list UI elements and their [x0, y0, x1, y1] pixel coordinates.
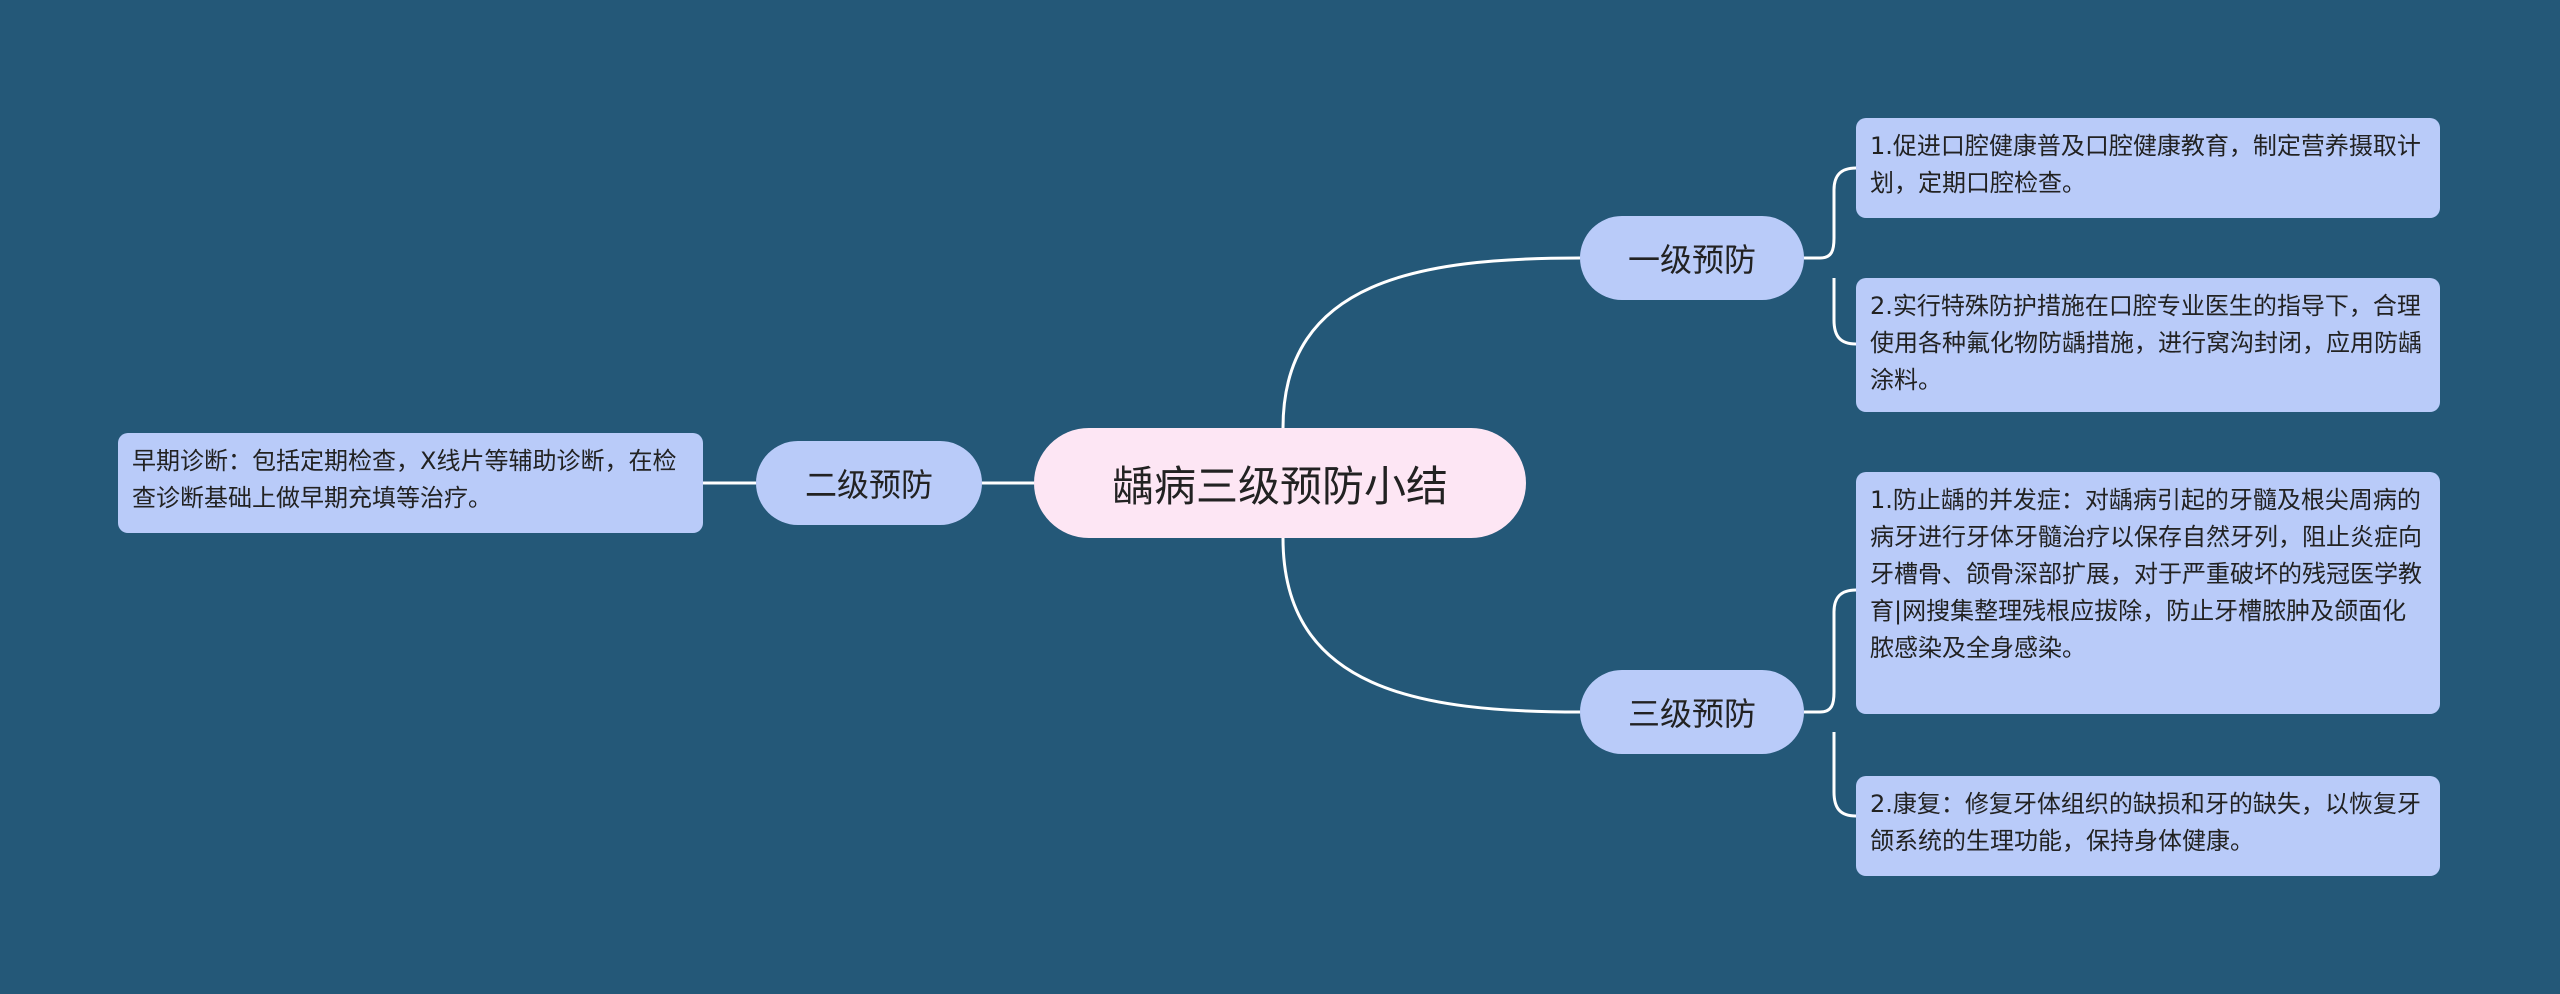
leaf-tertiary-2[interactable]: 2.康复：修复牙体组织的缺损和牙的缺失，以恢复牙颌系统的生理功能，保持身体健康。	[1856, 776, 2440, 876]
leaf-primary-1[interactable]: 1.促进口腔健康普及口腔健康教育，制定营养摄取计划，定期口腔检查。	[1856, 118, 2440, 218]
leaf-primary-2[interactable]: 2.实行特殊防护措施在口腔专业医生的指导下，合理使用各种氟化物防龋措施，进行窝沟…	[1856, 278, 2440, 412]
leaf-secondary-1[interactable]: 早期诊断：包括定期检查，X线片等辅助诊断，在检查诊断基础上做早期充填等治疗。	[118, 433, 703, 533]
branch-primary-prevention[interactable]: 一级预防	[1580, 216, 1804, 300]
leaf-secondary-1-text: 早期诊断：包括定期检查，X线片等辅助诊断，在检查诊断基础上做早期充填等治疗。	[132, 447, 677, 512]
branch-tertiary-prevention[interactable]: 三级预防	[1580, 670, 1804, 754]
branch-secondary-prevention[interactable]: 二级预防	[756, 441, 982, 525]
branch-primary-label: 一级预防	[1627, 241, 1756, 279]
branch-secondary-label: 二级预防	[804, 466, 933, 504]
leaf-tertiary-1-text: 1.防止龋的并发症：对龋病引起的牙髓及根尖周病的病牙进行牙体牙髓治疗以保存自然牙…	[1870, 486, 2422, 662]
leaf-tertiary-2-text: 2.康复：修复牙体组织的缺损和牙的缺失，以恢复牙颌系统的生理功能，保持身体健康。	[1870, 790, 2421, 855]
leaf-primary-1-text: 1.促进口腔健康普及口腔健康教育，制定营养摄取计划，定期口腔检查。	[1870, 132, 2421, 197]
leaf-tertiary-1[interactable]: 1.防止龋的并发症：对龋病引起的牙髓及根尖周病的病牙进行牙体牙髓治疗以保存自然牙…	[1856, 472, 2440, 714]
root-label: 龋病三级预防小结	[1111, 461, 1448, 511]
connector-tertiary-leaves	[1804, 588, 1857, 818]
root-node[interactable]: 龋病三级预防小结	[1034, 428, 1526, 538]
connector-root-primary	[1281, 256, 1581, 429]
connector-root-tertiary	[1281, 537, 1581, 714]
branch-tertiary-label: 三级预防	[1627, 695, 1756, 733]
connector-primary-leaves	[1804, 166, 1857, 346]
leaf-primary-2-text: 2.实行特殊防护措施在口腔专业医生的指导下，合理使用各种氟化物防龋措施，进行窝沟…	[1870, 292, 2422, 394]
